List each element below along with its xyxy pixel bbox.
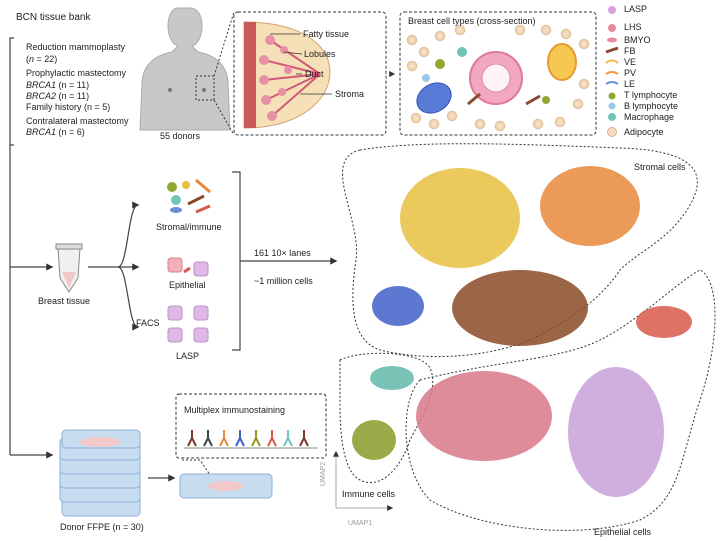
stroma-label: Stroma	[335, 89, 365, 99]
family-history-row: Family history (n = 5)	[26, 102, 111, 112]
umap2-axis-label: UMAP2	[320, 461, 327, 486]
lobules-label: Lobules	[304, 49, 336, 59]
donor-ffpe-label: Donor FFPE (n = 30)	[60, 522, 144, 532]
umap-clusters	[352, 166, 692, 497]
legend-lasp: LASP	[624, 4, 648, 14]
breast-anatomy-box	[233, 11, 387, 136]
legend-bmyo: BMYO	[624, 35, 651, 45]
legend-pv: PV	[624, 68, 637, 78]
brca2-row: BRCA2 (n = 11)	[26, 91, 90, 101]
legend-ve: VE	[624, 57, 637, 67]
legend-le: LE	[624, 79, 636, 89]
legend-t-lymphocyte: T lymphocyte	[624, 90, 678, 100]
umap-cluster-lymphatic	[372, 286, 424, 326]
legend-b-lymphocyte: B lymphocyte	[624, 101, 679, 111]
cell-legend-icons	[605, 6, 619, 137]
stromal-immune-label: Stromal/immune	[156, 222, 222, 232]
stromal-outline	[342, 143, 698, 358]
cell-types-title: Breast cell types (cross-section)	[408, 16, 536, 26]
umap-cluster-fibroblast	[400, 168, 520, 268]
stromal-immune-cells-icon	[167, 178, 211, 214]
brca1-contra-row: BRCA1 (n = 6)	[26, 127, 85, 137]
legend-macrophage: Macrophage	[624, 112, 675, 122]
donors-label: 55 donors	[160, 131, 201, 141]
reduction-count: (n = 22)	[26, 54, 58, 64]
brca1-row: BRCA1 (n = 11)	[26, 80, 90, 90]
breast-tissue-label: Breast tissue	[38, 296, 91, 306]
lanes-label: 161 10× lanes	[254, 248, 311, 258]
epithelial-outline	[405, 269, 716, 531]
umap-cluster-bcell	[370, 366, 414, 390]
facs-label: FACS	[136, 318, 160, 328]
umap-outlines	[339, 143, 716, 531]
lasp-cells-icon	[167, 305, 209, 343]
legend-adipocyte: Adipocyte	[624, 127, 664, 137]
immunostaining-box	[175, 393, 327, 491]
umap-cluster-tcell	[352, 420, 396, 460]
legend-lhs: LHS	[624, 22, 642, 32]
epithelial-cells-icon	[167, 257, 209, 277]
torso-illustration	[139, 7, 235, 136]
umap-cluster-endothelial	[452, 270, 588, 346]
duct-label: Duct	[305, 69, 324, 79]
ffpe-blocks-icon	[59, 429, 273, 517]
cell-types-box	[399, 11, 597, 136]
lasp-label: LASP	[176, 351, 200, 361]
fatty-tissue-label: Fatty tissue	[303, 29, 350, 39]
stromal-cells-label: Stromal cells	[634, 162, 686, 172]
immunostaining-label: Multiplex immunostaining	[184, 405, 286, 415]
cells-count-label: ~1 million cells	[254, 276, 313, 286]
contralateral-title: Contralateral mastectomy	[26, 116, 129, 126]
bank-title: BCN tissue bank	[16, 12, 91, 23]
umap-cluster-adipo	[636, 306, 692, 338]
legend-fb: FB	[624, 46, 636, 56]
immune-cells-label: Immune cells	[342, 489, 396, 499]
immune-outline	[339, 352, 434, 484]
epithelial-label: Epithelial	[169, 280, 206, 290]
prophylactic-title: Prophylactic mastectomy	[26, 68, 127, 78]
umap-cluster-lasp	[568, 367, 664, 497]
breast-tissue-tube-icon	[55, 243, 83, 293]
reduction-title: Reduction mammoplasty	[26, 42, 126, 52]
umap-cluster-pericyte	[540, 166, 640, 246]
umap-cluster-lhs	[416, 371, 552, 461]
umap1-axis-label: UMAP1	[348, 520, 373, 527]
umap-axes	[333, 450, 394, 511]
epithelial-cells-label: Epithelial cells	[594, 527, 652, 537]
cohort-bracket	[9, 37, 54, 459]
workflow-lines	[88, 171, 338, 482]
